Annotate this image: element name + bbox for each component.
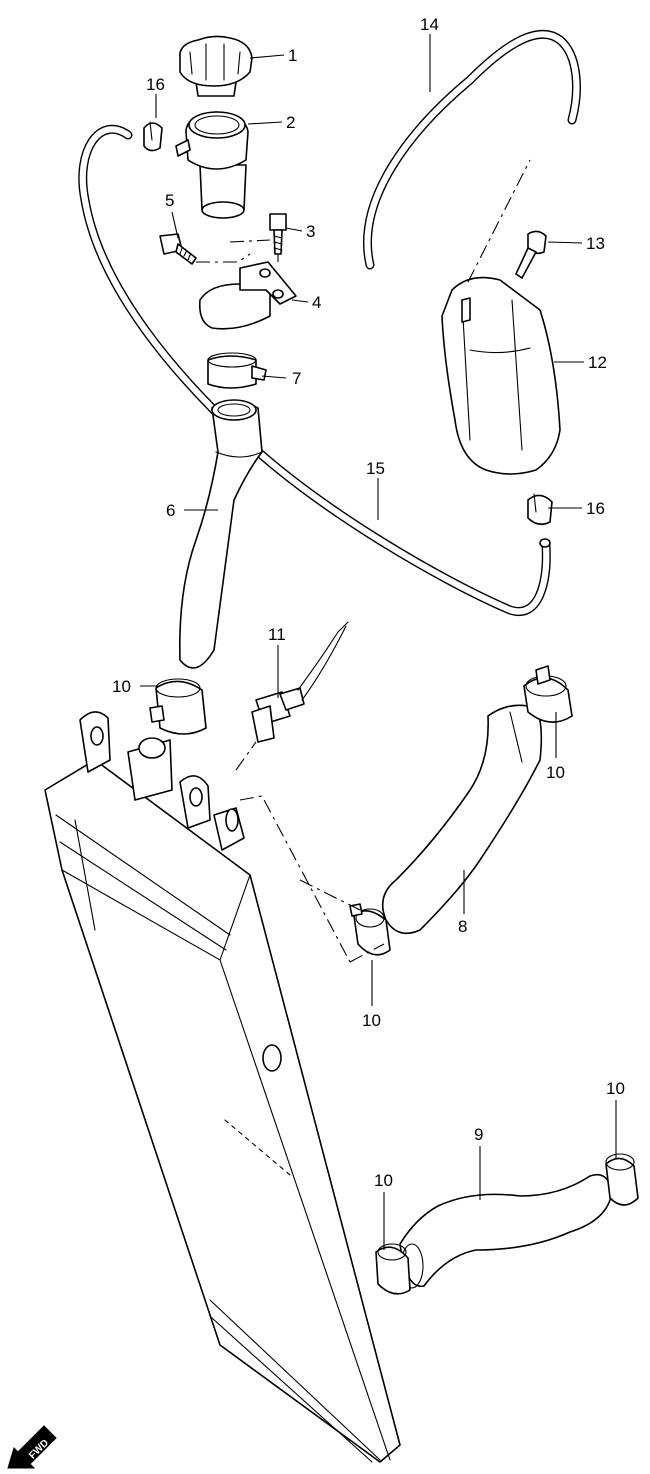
thermo-switch-11 — [251, 621, 349, 743]
filler-neck — [175, 111, 249, 219]
hose-8 — [381, 704, 543, 935]
radiator-cap — [179, 35, 253, 97]
callout-12: 12 — [588, 353, 607, 372]
hose-clip-16-lower — [527, 493, 553, 526]
callout-9: 9 — [474, 1125, 483, 1144]
callout-10-e: 10 — [374, 1171, 393, 1190]
callout-16-b: 16 — [586, 499, 605, 518]
radiator — [44, 711, 401, 1463]
clamp-10-upper-left — [149, 678, 207, 735]
callout-11: 11 — [268, 625, 286, 644]
callout-1: 1 — [288, 46, 297, 65]
callout-7: 7 — [292, 369, 301, 388]
callout-3: 3 — [306, 222, 315, 241]
callout-14: 14 — [420, 15, 439, 34]
callout-2: 2 — [286, 113, 295, 132]
fwd-arrow-icon: FWD — [7, 1425, 57, 1469]
clamp-10-upper-right — [523, 665, 573, 723]
assembly-lines — [196, 159, 531, 963]
callouts: 1 2 3 4 5 6 7 8 9 10 10 10 10 10 11 12 1… — [112, 15, 625, 1190]
hose-14 — [363, 29, 581, 270]
callout-16-a: 16 — [146, 75, 165, 94]
callout-10-c: 10 — [362, 1011, 381, 1030]
clamp-7 — [207, 352, 267, 389]
clamp-10-middle — [349, 903, 391, 956]
callout-10-a: 10 — [112, 677, 131, 696]
callout-5: 5 — [165, 191, 174, 210]
upper-hose-6 — [179, 399, 263, 669]
reservoir-tank-12 — [441, 276, 561, 475]
callout-15: 15 — [366, 459, 385, 478]
bolt-5 — [159, 233, 197, 265]
clamp-10-lower-right — [605, 1153, 639, 1206]
hose-clip-16-upper — [143, 121, 163, 152]
callout-6: 6 — [166, 501, 175, 520]
hose-9 — [399, 1173, 613, 1289]
screw-3 — [269, 213, 287, 255]
leader-lines — [140, 34, 617, 1250]
callout-13: 13 — [586, 234, 605, 253]
bracket-4 — [198, 261, 297, 330]
clamp-10-lower-left — [375, 1243, 411, 1295]
callout-10-b: 10 — [546, 763, 565, 782]
screw-13 — [515, 230, 547, 279]
callout-4: 4 — [312, 293, 321, 312]
callout-8: 8 — [458, 917, 467, 936]
callout-10-d: 10 — [606, 1079, 625, 1098]
